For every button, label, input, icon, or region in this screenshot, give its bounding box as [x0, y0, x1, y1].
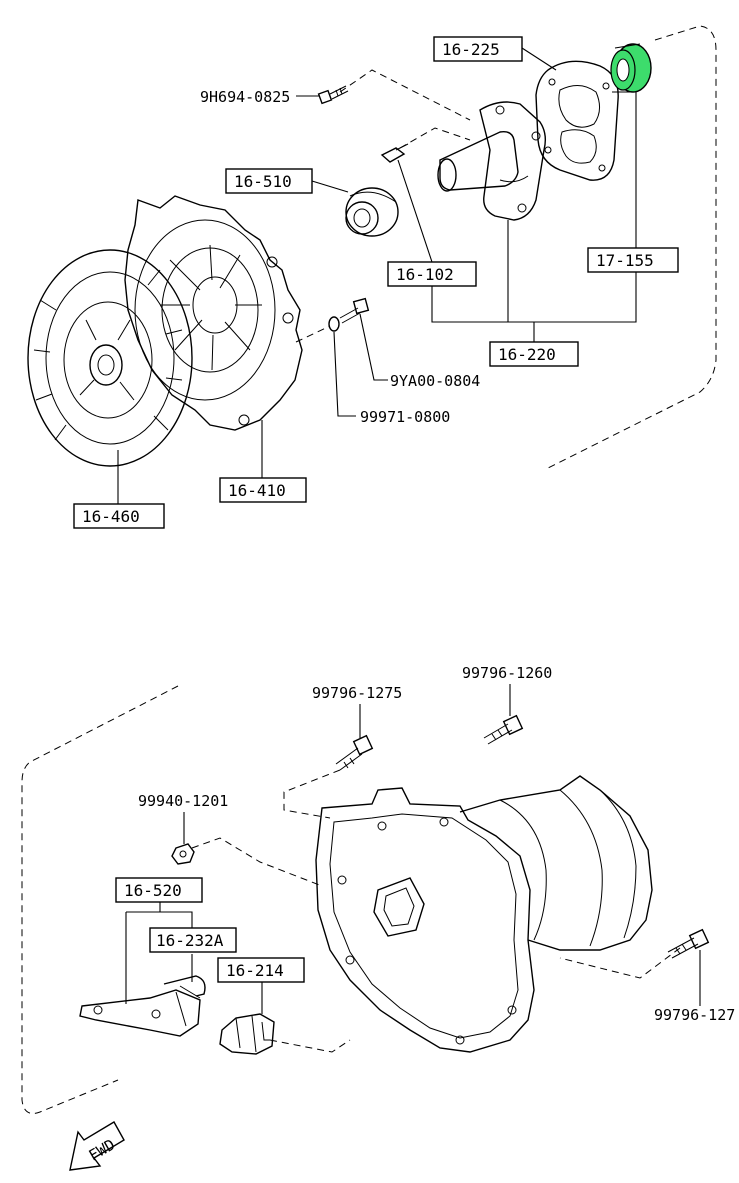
bolt-99796-1275[interactable] — [335, 734, 374, 771]
fwd-label: FWD — [86, 1136, 118, 1165]
leader-9ya00 — [359, 313, 388, 381]
label-16-225: 16-225 — [442, 40, 500, 59]
leader-bolt-to-cover — [295, 325, 331, 343]
label-16-410: 16-410 — [228, 481, 286, 500]
label-16-102: 16-102 — [396, 265, 454, 284]
label-box-16-510 — [225, 168, 313, 194]
label-box-16-225 — [433, 36, 523, 62]
clutch-cover-16-410[interactable] — [124, 195, 303, 431]
label-16-510: 16-510 — [234, 172, 292, 191]
bolt-9h694-0825[interactable] — [317, 85, 349, 105]
label-9h694-0825: 9H694-0825 — [200, 88, 290, 106]
leader-16-510 — [311, 180, 349, 193]
spring-clip-16-232a[interactable] — [163, 975, 206, 999]
leader-16-220-group — [431, 220, 637, 344]
dashed-guide-bolt — [339, 69, 471, 121]
label-box-16-214 — [217, 957, 305, 983]
label-16-232a: 16-232A — [156, 931, 224, 950]
forward-arrow-icon: FWD — [69, 1121, 125, 1171]
label-16-460: 16-460 — [82, 507, 140, 526]
bolt-99796-1260[interactable] — [483, 714, 524, 745]
label-box-16-410 — [219, 477, 307, 503]
dashed-guide-bolt2 — [399, 127, 471, 149]
leader-16-225 — [521, 47, 557, 71]
dashed-guide-bolt-1275 — [283, 769, 341, 819]
pivot-16-214[interactable] — [219, 1013, 275, 1055]
release-fork-16-520[interactable] — [79, 989, 201, 1037]
label-box-17-155 — [587, 247, 679, 273]
nut-99940-1201[interactable] — [171, 843, 195, 865]
leader-16-102 — [397, 159, 433, 263]
label-box-16-102 — [387, 261, 477, 287]
label-box-16-220 — [489, 341, 579, 367]
bolt-16-102[interactable] — [380, 143, 409, 163]
dashed-guide-bolt-right — [559, 947, 681, 979]
dashed-guide-sensor — [269, 1039, 351, 1053]
label-box-16-520 — [115, 877, 203, 903]
washer-99971-0800[interactable] — [328, 316, 340, 332]
gasket-16-225[interactable] — [535, 60, 619, 181]
label-16-214: 16-214 — [226, 961, 284, 980]
label-99796-127: 99796-127 — [654, 1006, 735, 1024]
label-16-520: 16-520 — [124, 881, 182, 900]
clutch-release-collar-16-220[interactable] — [437, 101, 547, 221]
label-17-155: 17-155 — [596, 251, 654, 270]
label-box-16-232a — [149, 927, 237, 953]
dashed-guide-nut — [191, 837, 323, 887]
label-99940-1201: 99940-1201 — [138, 792, 228, 810]
label-99796-1275: 99796-1275 — [312, 684, 402, 702]
release-bearing-16-510[interactable] — [345, 187, 399, 237]
label-16-220: 16-220 — [498, 345, 556, 364]
label-99796-1260: 99796-1260 — [462, 664, 552, 682]
transmission-case[interactable] — [315, 775, 653, 1053]
oil-seal-17-155[interactable] — [610, 43, 652, 93]
bolt-9ya00-0804[interactable] — [339, 297, 370, 324]
bolt-99796-127[interactable] — [667, 928, 710, 959]
label-9ya00-0804: 9YA00-0804 — [390, 372, 480, 390]
dashed-guide-lower — [21, 685, 179, 1114]
leader-99971 — [333, 331, 356, 417]
clutch-disc-16-460[interactable] — [27, 249, 193, 467]
label-box-16-460 — [73, 503, 165, 529]
label-99971-0800: 99971-0800 — [360, 408, 450, 426]
dashed-guide-upper — [547, 25, 717, 469]
